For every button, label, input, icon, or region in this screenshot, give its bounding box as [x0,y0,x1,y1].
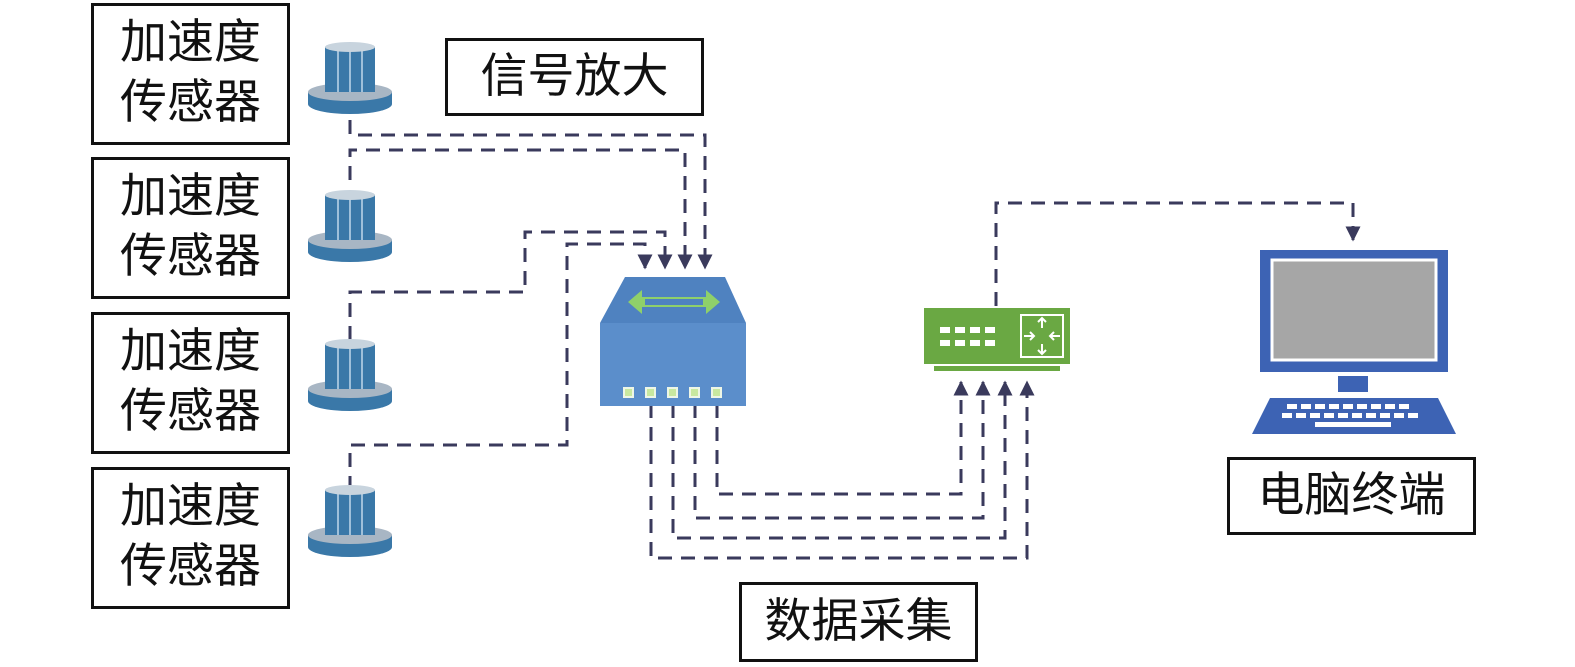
sensor-label-line2: 传感器 [120,75,261,130]
sensor-label-line1: 加速度 [120,479,261,534]
connection-wires [348,120,1361,560]
sensor-label-line2: 传感器 [120,384,261,439]
sensor-label-3: 加速度 传感器 [91,312,290,454]
sensor-icon [308,42,392,114]
wire-acq-3 [671,380,1013,540]
wire-terminal [994,201,1361,306]
sensor-label-4: 加速度 传感器 [91,467,290,609]
sensor-label-line1: 加速度 [120,169,261,224]
terminal-label: 电脑终端 [1227,457,1476,535]
sensor-label-line2: 传感器 [120,539,261,594]
sensor-label-2: 加速度 传感器 [91,157,290,299]
amplifier-label: 信号放大 [445,38,704,116]
sensor-icon [308,485,392,557]
acquisition-label: 数据采集 [739,582,978,662]
router-icon [924,308,1070,371]
wire-sensor-3 [348,230,673,340]
sensor-label-1: 加速度 传感器 [91,3,290,145]
wire-acq-2 [693,380,991,520]
sensor-icon [308,339,392,411]
sensor-label-line1: 加速度 [120,324,261,379]
wire-acq-4 [649,380,1035,560]
sensor-icon [308,190,392,262]
wire-acq-1 [715,380,969,496]
sensor-label-line2: 传感器 [120,229,261,284]
computer-icon [1252,250,1456,434]
switch-icon [600,277,746,406]
sensor-label-line1: 加速度 [120,15,261,70]
wire-sensor-1 [348,120,713,270]
wire-sensor-2 [348,148,693,270]
